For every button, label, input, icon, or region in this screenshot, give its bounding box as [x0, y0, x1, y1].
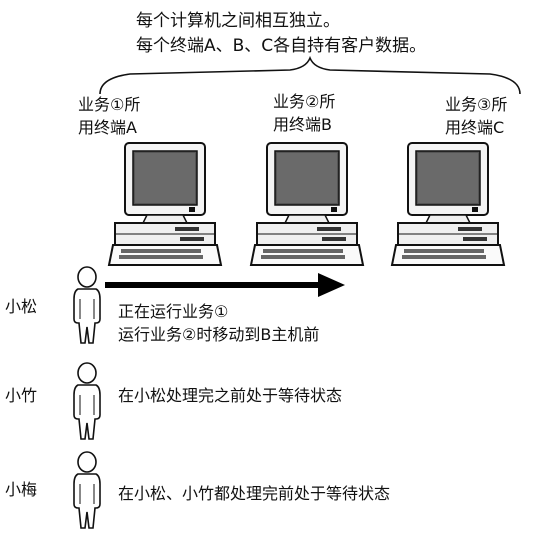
grouping-brace: [99, 55, 521, 95]
person-xiaozhu-icon: [73, 362, 101, 440]
computer-c-icon: [391, 142, 505, 266]
terminal-a-label-2: 用终端A: [78, 118, 137, 137]
person-name-xiaosong: 小松: [5, 297, 38, 316]
computer-a-icon: [108, 142, 222, 266]
xiaosong-desc-1: 正在运行业务①: [118, 302, 229, 321]
movement-arrow-head: [318, 273, 345, 297]
terminal-c-label-2: 用终端C: [445, 118, 505, 137]
person-xiaomei-icon: [73, 451, 101, 529]
person-xiaosong-icon: [73, 266, 101, 344]
terminal-b-label-1: 业务②所: [273, 92, 336, 111]
xiaomei-desc: 在小松、小竹都处理完前处于等待状态: [118, 484, 391, 503]
header-line-2: 每个终端A、B、C各自持有客户数据。: [136, 36, 427, 56]
header-line-1: 每个计算机之间相互独立。: [136, 11, 340, 31]
terminal-b-label-2: 用终端B: [273, 115, 332, 134]
terminal-a-label-1: 业务①所: [78, 95, 141, 114]
computer-b-icon: [250, 142, 364, 266]
xiaosong-desc-2: 运行业务②时移动到B主机前: [118, 325, 320, 344]
person-name-xiaomei: 小梅: [5, 480, 38, 499]
xiaozhu-desc: 在小松处理完之前处于等待状态: [118, 386, 343, 405]
person-name-xiaozhu: 小竹: [5, 386, 38, 405]
terminal-c-label-1: 业务③所: [445, 95, 508, 114]
